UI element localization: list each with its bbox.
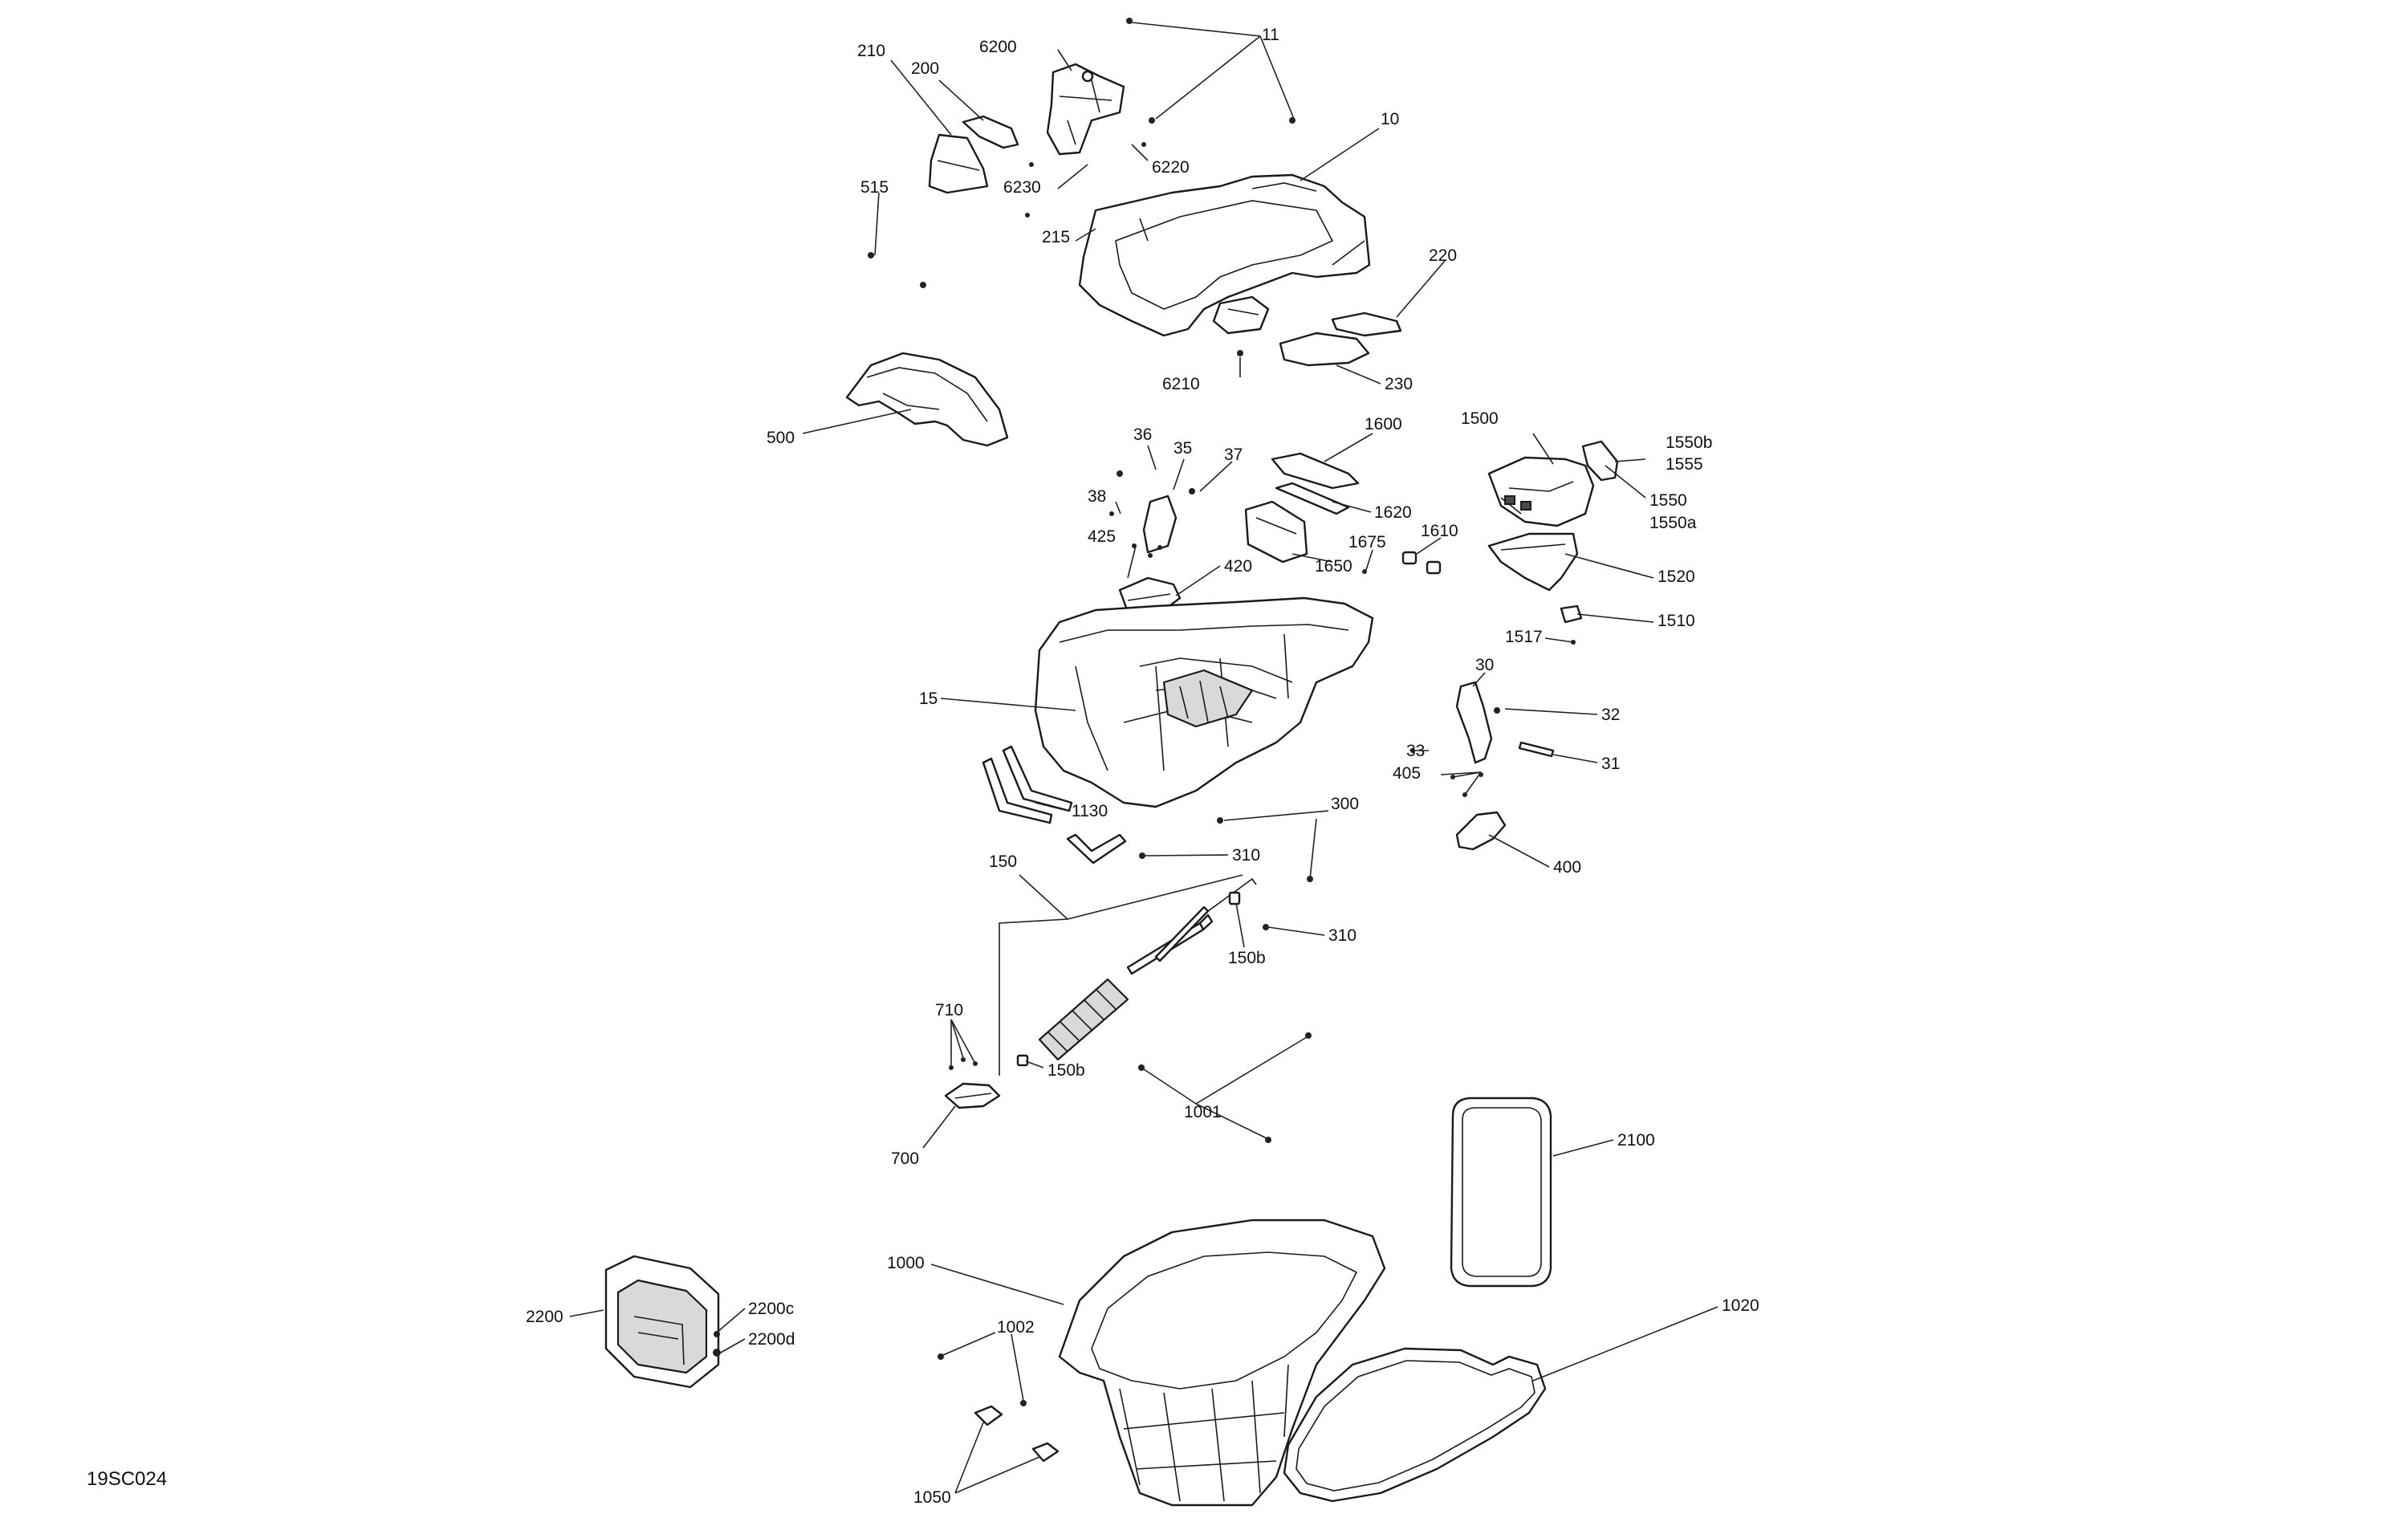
callout-10: 10: [1381, 110, 1399, 128]
part-230-cover: [1279, 332, 1370, 367]
part-2100-cushion: [1450, 1097, 1552, 1288]
part-400-bracket: [1455, 811, 1507, 851]
part-150b-clips: [1016, 891, 1241, 1067]
callout-6230: 6230: [1003, 178, 1041, 197]
callout-1001: 1001: [1184, 1103, 1222, 1121]
callout-33: 33: [1406, 742, 1425, 760]
callout-230: 230: [1385, 375, 1413, 393]
part-220-lens: [1331, 311, 1402, 337]
callout-2100: 2100: [1617, 1131, 1655, 1150]
callout-6210: 6210: [1162, 375, 1200, 393]
part-210-cover: [928, 133, 989, 194]
callout-1550a: 1550a: [1649, 514, 1697, 532]
callout-150b-lower: 150b: [1047, 1061, 1085, 1080]
callout-1000: 1000: [887, 1254, 925, 1272]
callout-150: 150: [989, 853, 1017, 871]
callout-405: 405: [1393, 764, 1421, 783]
callout-32: 32: [1601, 706, 1620, 724]
callout-35: 35: [1173, 439, 1192, 458]
part-1020-seal: [1283, 1347, 1547, 1503]
part-1520-trim: [1487, 532, 1579, 592]
part-1500-rear-cover: [1487, 456, 1595, 527]
callout-36: 36: [1133, 425, 1152, 444]
callout-1550: 1550: [1649, 491, 1687, 510]
part-1610-clips: [1401, 551, 1442, 575]
callout-2200d: 2200d: [748, 1330, 795, 1349]
callout-1675: 1675: [1348, 533, 1386, 551]
callout-1020: 1020: [1722, 1296, 1759, 1315]
callout-1500: 1500: [1461, 409, 1499, 428]
part-2200-box: [604, 1255, 720, 1389]
callout-11: 11: [1262, 26, 1279, 44]
part-1550-latch: [1581, 440, 1619, 482]
callout-30: 30: [1475, 656, 1494, 674]
callout-420: 420: [1224, 557, 1252, 576]
callout-710: 710: [935, 1001, 963, 1019]
callout-1510: 1510: [1658, 612, 1695, 630]
callout-1550b: 1550b: [1666, 433, 1712, 452]
callout-310-upper: 310: [1232, 846, 1260, 865]
callout-1600: 1600: [1365, 415, 1402, 433]
part-150-cable: [1038, 877, 1257, 1061]
part-500-front-panel: [845, 352, 1009, 447]
diagram-code: 19SC024: [87, 1468, 167, 1490]
callout-2200: 2200: [526, 1308, 563, 1326]
callout-300: 300: [1331, 795, 1359, 813]
callout-1517: 1517: [1505, 628, 1543, 646]
callout-220: 220: [1429, 246, 1457, 265]
leader-lines: [569, 22, 1719, 1494]
part-6210-bracket: [1212, 295, 1270, 335]
part-30-bracket: [1455, 681, 1493, 764]
callout-1620: 1620: [1374, 503, 1412, 522]
callout-400: 400: [1553, 858, 1581, 877]
part-35-hinge: [1142, 494, 1178, 554]
callout-210: 210: [857, 42, 885, 60]
callout-310-lower: 310: [1328, 926, 1357, 945]
callout-31: 31: [1601, 755, 1620, 773]
callout-15: 15: [919, 690, 938, 708]
callout-1520: 1520: [1658, 568, 1695, 586]
callout-700: 700: [891, 1150, 919, 1168]
part-1600-cover: [1271, 452, 1360, 490]
callout-2200c: 2200c: [748, 1300, 794, 1318]
part-10-upper-frame: [1078, 173, 1371, 337]
callout-1610: 1610: [1421, 522, 1458, 540]
callout-6220: 6220: [1152, 158, 1190, 177]
part-1510-clip: [1560, 604, 1583, 624]
callout-200: 200: [911, 59, 939, 78]
callout-1555: 1555: [1666, 455, 1703, 474]
fasteners: [713, 18, 1576, 1406]
callout-500: 500: [767, 429, 795, 447]
part-700-bracket: [944, 1082, 1001, 1109]
part-6200-bracket: [1046, 63, 1125, 156]
part-1620-seal: [1275, 482, 1350, 515]
callout-515: 515: [860, 178, 889, 197]
callout-425: 425: [1088, 527, 1116, 546]
callout-38: 38: [1088, 487, 1106, 506]
part-1000-storage-tub: [1058, 1219, 1386, 1507]
callout-150b-upper: 150b: [1228, 949, 1266, 967]
callout-1130: 1130: [1072, 802, 1108, 820]
callout-1002: 1002: [997, 1318, 1035, 1337]
part-15-main-frame: [1034, 596, 1374, 808]
part-1130-tubes: [982, 745, 1127, 865]
part-31-pin: [1518, 741, 1555, 758]
callout-6200: 6200: [979, 38, 1017, 56]
callout-1650: 1650: [1315, 557, 1352, 576]
callout-1050: 1050: [913, 1488, 951, 1507]
part-1650-box: [1244, 500, 1308, 564]
callout-37: 37: [1224, 446, 1243, 464]
callout-labels: 11 10 210 200 6200 6220 6230 215 515 220…: [87, 26, 1759, 1507]
part-1050-clips: [974, 1405, 1060, 1463]
part-200-trim: [962, 115, 1019, 149]
callout-215: 215: [1042, 228, 1070, 246]
